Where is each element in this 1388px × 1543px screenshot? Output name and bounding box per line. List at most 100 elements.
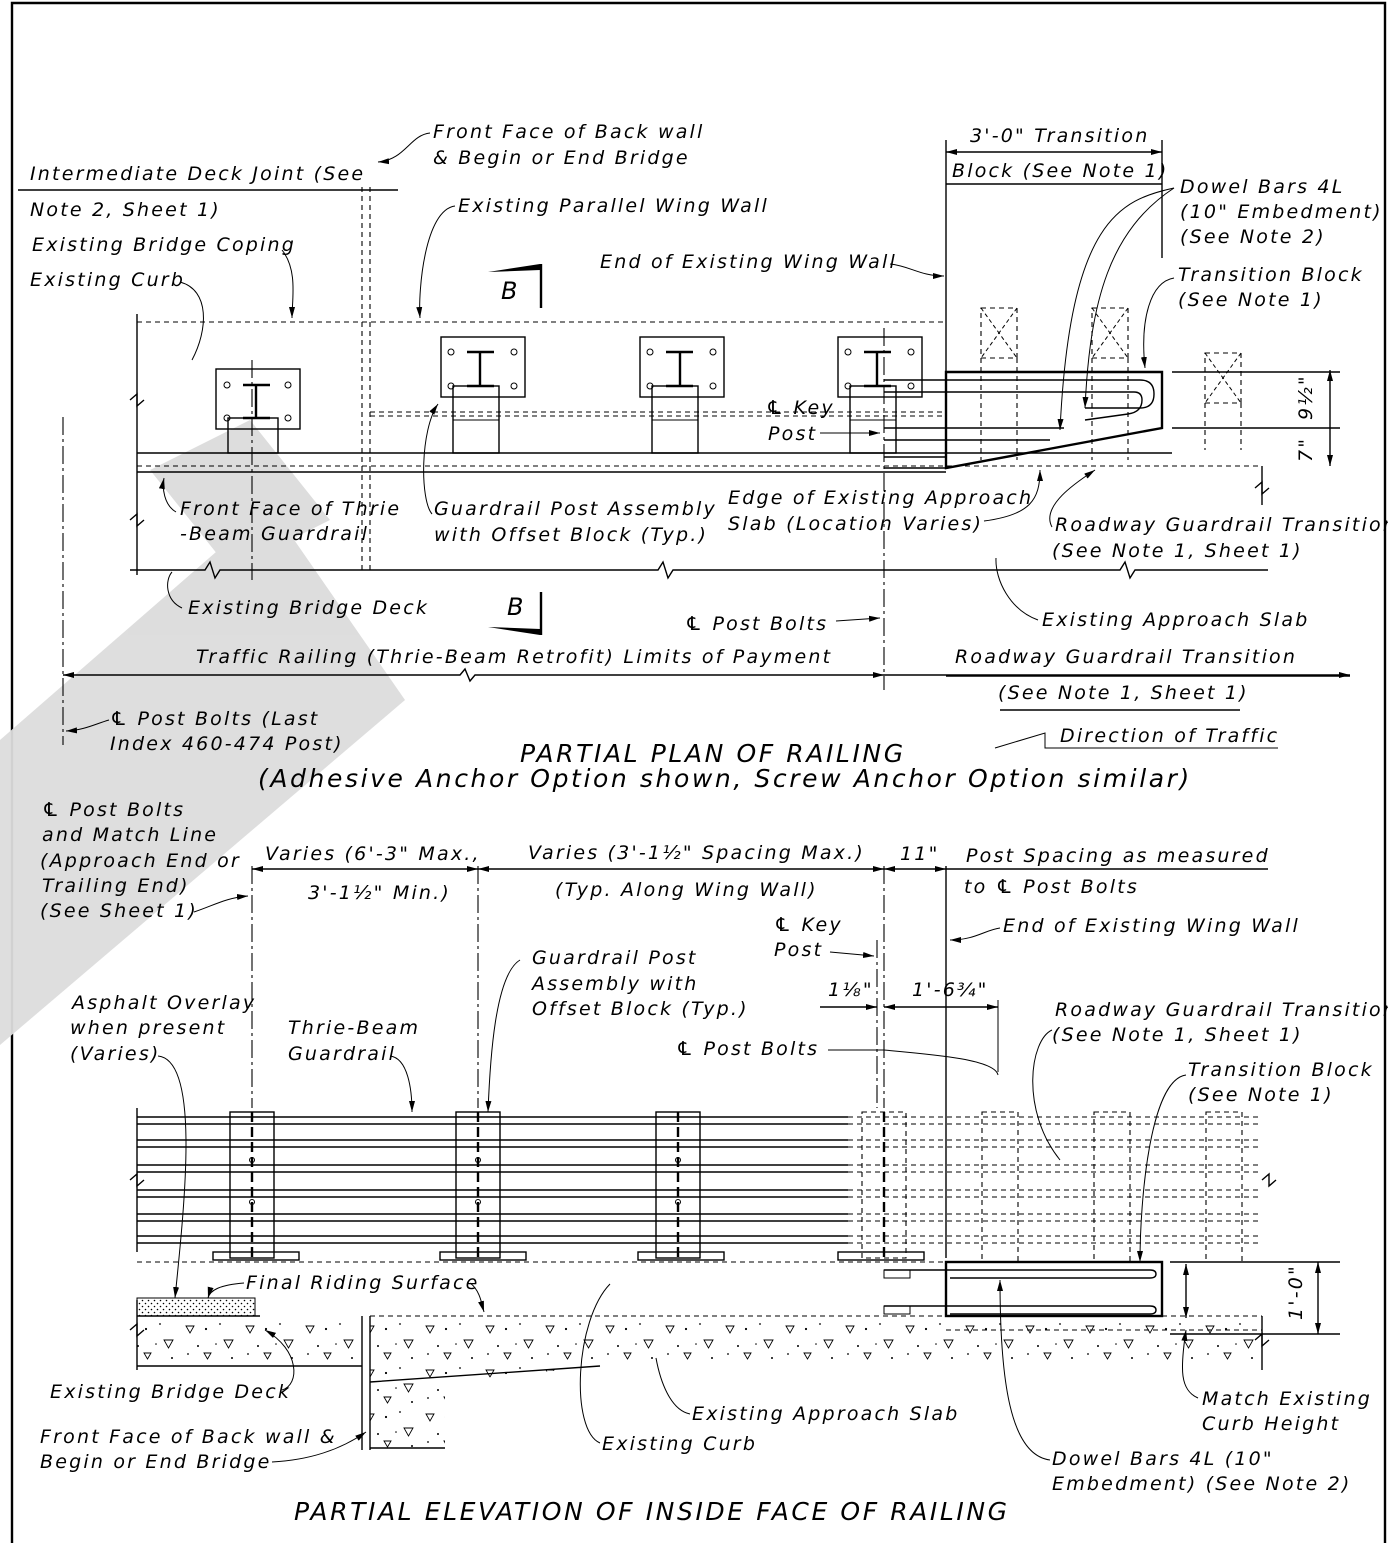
plan-labels: Front Face of Back wall & Begin or End B… [30, 121, 1388, 793]
label-match-2: and Match Line [42, 824, 218, 846]
label-elev-transition-block-1: Transition Block [1188, 1059, 1374, 1081]
label-transition-dim: 3'-0" Transition [970, 125, 1149, 147]
label-elev-approach-slab: Existing Approach Slab [692, 1403, 959, 1425]
plan-transition-block [884, 307, 1340, 505]
label-dim-11: 11" [900, 843, 940, 865]
elev-post [837, 1111, 925, 1261]
label-roadway-transition-1: Roadway Guardrail Transition [1055, 514, 1388, 536]
label-dim-1-1-8: 1⅛" [828, 979, 874, 1001]
label-varies-1b: 3'-1½" Min.) [308, 882, 451, 904]
label-elev-existing-curb: Existing Curb [602, 1433, 757, 1455]
label-match-3: (Approach End or [40, 850, 241, 872]
label-parallel-wing-wall: Existing Parallel Wing Wall [458, 195, 769, 217]
label-elev-transition-block-2: (See Note 1) [1188, 1084, 1334, 1106]
label-roadway-transition-dim-1: Roadway Guardrail Transition [955, 646, 1297, 668]
label-roadway-transition-2: (See Note 1, Sheet 1) [1052, 540, 1303, 562]
label-elev-post-bolts: ℄ Post Bolts [676, 1038, 819, 1060]
label-front-face-thrie-2: -Beam Guardrail [180, 523, 369, 545]
label-direction-of-traffic: Direction of Traffic [1060, 725, 1279, 747]
plan-post [440, 336, 526, 454]
label-section-b-bottom: B [507, 593, 526, 621]
label-edge-approach-1: Edge of Existing Approach [728, 487, 1033, 509]
label-elev-backwall-1: Front Face of Back wall & [40, 1426, 337, 1448]
section-marker-bottom [488, 592, 543, 635]
label-post-spacing-1: Post Spacing as measured [966, 845, 1270, 867]
elev-transition-block [883, 1260, 1340, 1335]
plan-post [639, 336, 725, 454]
label-elev-end-wing-wall: End of Existing Wing Wall [1003, 915, 1300, 937]
label-intermediate-joint-1: Intermediate Deck Joint (See [30, 163, 365, 185]
label-key-post-2: Post [768, 423, 817, 445]
label-match-curb-1: Match Existing [1202, 1388, 1372, 1410]
label-asphalt-3: (Varies) [70, 1043, 161, 1065]
label-limits-of-payment: Traffic Railing (Thrie-Beam Retrofit) Li… [196, 646, 832, 668]
label-post-bolts: ℄ Post Bolts [685, 613, 828, 635]
label-dim-7: 7" [1295, 437, 1317, 462]
label-intermediate-joint-2: Note 2, Sheet 1) [30, 199, 221, 221]
label-existing-curb: Existing Curb [30, 269, 185, 291]
label-transition-block-2: (See Note 1) [1178, 289, 1324, 311]
label-post-bolts-last-2: Index 460-474 Post) [110, 733, 344, 755]
label-final-riding-surface: Final Riding Surface [246, 1272, 480, 1294]
label-varies-2b: (Typ. Along Wing Wall) [555, 879, 818, 901]
label-post-assembly-1: Guardrail Post Assembly [434, 498, 717, 520]
label-varies-1a: Varies (6'-3" Max., [265, 843, 481, 865]
label-dim-1-0: 1'-0" [1285, 1264, 1307, 1320]
label-thrie-beam-2: Guardrail [288, 1043, 396, 1065]
thrie-beam-rails [129, 1108, 1277, 1252]
label-elev-dowel-1: Dowel Bars 4L (10" [1052, 1448, 1274, 1470]
label-elev-bridge-deck: Existing Bridge Deck [50, 1381, 291, 1403]
label-transition-block-1: Transition Block [1178, 264, 1364, 286]
label-elev-dowel-2: Embedment) (See Note 2) [1052, 1473, 1351, 1495]
elevation-labels: ℄ Post Bolts and Match Line (Approach En… [40, 799, 1388, 1526]
label-dowel-bars-3: (See Note 2) [1180, 226, 1326, 248]
label-roadway-transition-dim-2: (See Note 1, Sheet 1) [998, 682, 1249, 704]
label-post-bolts-last-1: ℄ Post Bolts (Last [110, 708, 319, 730]
label-elev-backwall-2: Begin or End Bridge [40, 1451, 272, 1473]
label-elev-post-assembly-1: Guardrail Post [532, 947, 698, 969]
label-existing-bridge-deck: Existing Bridge Deck [188, 597, 429, 619]
label-elev-roadway-1: Roadway Guardrail Transition [1055, 999, 1388, 1021]
section-marker-top [488, 264, 543, 308]
label-dowel-bars-1: Dowel Bars 4L [1180, 176, 1345, 198]
plan-post [215, 368, 301, 454]
elev-post [637, 1111, 725, 1261]
label-key-post-1: ℄ Key [766, 397, 835, 419]
label-elev-post-assembly-2: Assembly with [530, 973, 699, 995]
label-end-of-wing-wall: End of Existing Wing Wall [600, 251, 897, 273]
elev-post [212, 1111, 300, 1261]
label-asphalt-2: when present [70, 1017, 226, 1039]
label-existing-coping: Existing Bridge Coping [32, 234, 296, 256]
label-elev-key-post-2: Post [774, 939, 823, 961]
label-match-5: (See Sheet 1) [40, 900, 198, 922]
elev-post [439, 1111, 527, 1261]
elevation-title: PARTIAL ELEVATION OF INSIDE FACE OF RAIL… [294, 1497, 1010, 1526]
label-dowel-bars-2: (10" Embedment) [1180, 201, 1383, 223]
plan-post [837, 336, 923, 454]
label-post-spacing-2: to ℄ Post Bolts [964, 876, 1139, 898]
label-dim-9-5: 9½" [1295, 374, 1317, 420]
plan-subtitle: (Adhesive Anchor Option shown, Screw Anc… [258, 764, 1192, 793]
label-existing-approach-slab: Existing Approach Slab [1042, 609, 1309, 631]
label-front-face-backwall-2: & Begin or End Bridge [433, 147, 690, 169]
label-front-face-backwall-1: Front Face of Back wall [433, 121, 705, 143]
label-transition-block-note: Block (See Note 1) [952, 160, 1168, 182]
plan-title: PARTIAL PLAN OF RAILING [520, 739, 906, 768]
plan-view [18, 132, 1350, 749]
label-asphalt-1: Asphalt Overlay [70, 992, 256, 1014]
elevation-view [129, 866, 1340, 1463]
label-match-1: ℄ Post Bolts [42, 799, 185, 821]
label-elev-post-assembly-3: Offset Block (Typ.) [532, 998, 749, 1020]
label-section-b-top: B [501, 277, 520, 305]
label-elev-roadway-2: (See Note 1, Sheet 1) [1052, 1024, 1303, 1046]
label-elev-key-post-1: ℄ Key [774, 914, 843, 936]
bridge-deck [137, 1316, 362, 1366]
label-thrie-beam-1: Thrie-Beam [288, 1017, 420, 1039]
label-edge-approach-2: Slab (Location Varies) [728, 513, 983, 535]
label-dim-1-6-75: 1'-6¾" [912, 979, 989, 1001]
label-match-curb-2: Curb Height [1202, 1413, 1340, 1435]
label-front-face-thrie-1: Front Face of Thrie [180, 498, 401, 520]
label-match-4: Trailing End) [42, 875, 190, 897]
label-varies-2a: Varies (3'-1½" Spacing Max.) [528, 842, 865, 864]
